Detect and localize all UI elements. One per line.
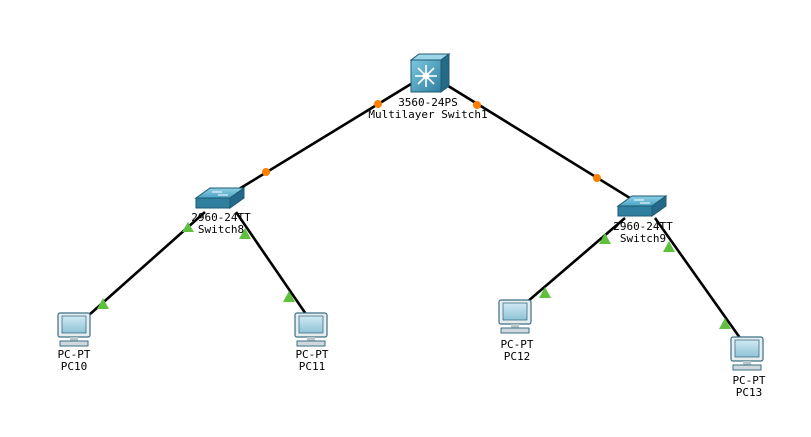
switch-icon[interactable]: [194, 187, 246, 209]
pc-icon[interactable]: [294, 312, 328, 347]
multilayer-switch-label: 3560-24PS Multilayer Switch1: [368, 97, 487, 121]
device-model: PC-PT: [500, 338, 534, 351]
device-name: PC10: [60, 360, 88, 373]
port-indicator-green: [97, 298, 109, 309]
switch9-label: 2960-24TT Switch9: [613, 221, 673, 245]
device-model: PC-PT: [732, 374, 766, 387]
port-indicator-green: [283, 291, 295, 302]
pc12-label: PC-PT PC12: [500, 339, 533, 363]
switch8-label: 2960-24TT Switch8: [191, 212, 251, 236]
pc10-label: PC-PT PC10: [57, 349, 90, 373]
device-name: PC11: [298, 360, 326, 373]
port-indicator-green: [539, 287, 551, 298]
port-indicator-green: [239, 228, 251, 239]
link-switch8-pc11[interactable]: [234, 211, 312, 321]
pc-icon[interactable]: [730, 336, 764, 371]
pc13-label: PC-PT PC13: [732, 375, 765, 399]
switch-icon[interactable]: [616, 195, 668, 217]
device-model: 2960-24TT: [191, 211, 251, 224]
device-model: PC-PT: [57, 348, 91, 361]
link-switch9-pc13[interactable]: [653, 217, 747, 346]
pc11-label: PC-PT PC11: [295, 349, 328, 373]
pc-icon[interactable]: [498, 299, 532, 334]
port-indicator-green: [182, 222, 194, 232]
port-indicator-orange: [593, 174, 601, 182]
device-name: Multilayer Switch1: [368, 108, 488, 121]
port-indicator-orange: [374, 100, 382, 108]
port-indicator-green: [719, 318, 731, 329]
port-indicator-orange: [473, 101, 481, 109]
device-name: Switch8: [197, 223, 245, 236]
link-switch9-pc12[interactable]: [519, 217, 626, 309]
device-name: Switch9: [619, 232, 667, 245]
pc-icon[interactable]: [57, 312, 91, 347]
multilayer-switch-icon[interactable]: [409, 53, 451, 93]
device-model: 3560-24PS: [398, 96, 458, 109]
port-indicator-green: [599, 233, 611, 244]
device-name: PC13: [735, 386, 763, 399]
port-indicator-orange: [262, 168, 270, 176]
port-indicator-green: [663, 241, 675, 252]
device-model: PC-PT: [295, 348, 329, 361]
device-name: PC12: [503, 350, 531, 363]
device-model: 2960-24TT: [613, 220, 673, 233]
